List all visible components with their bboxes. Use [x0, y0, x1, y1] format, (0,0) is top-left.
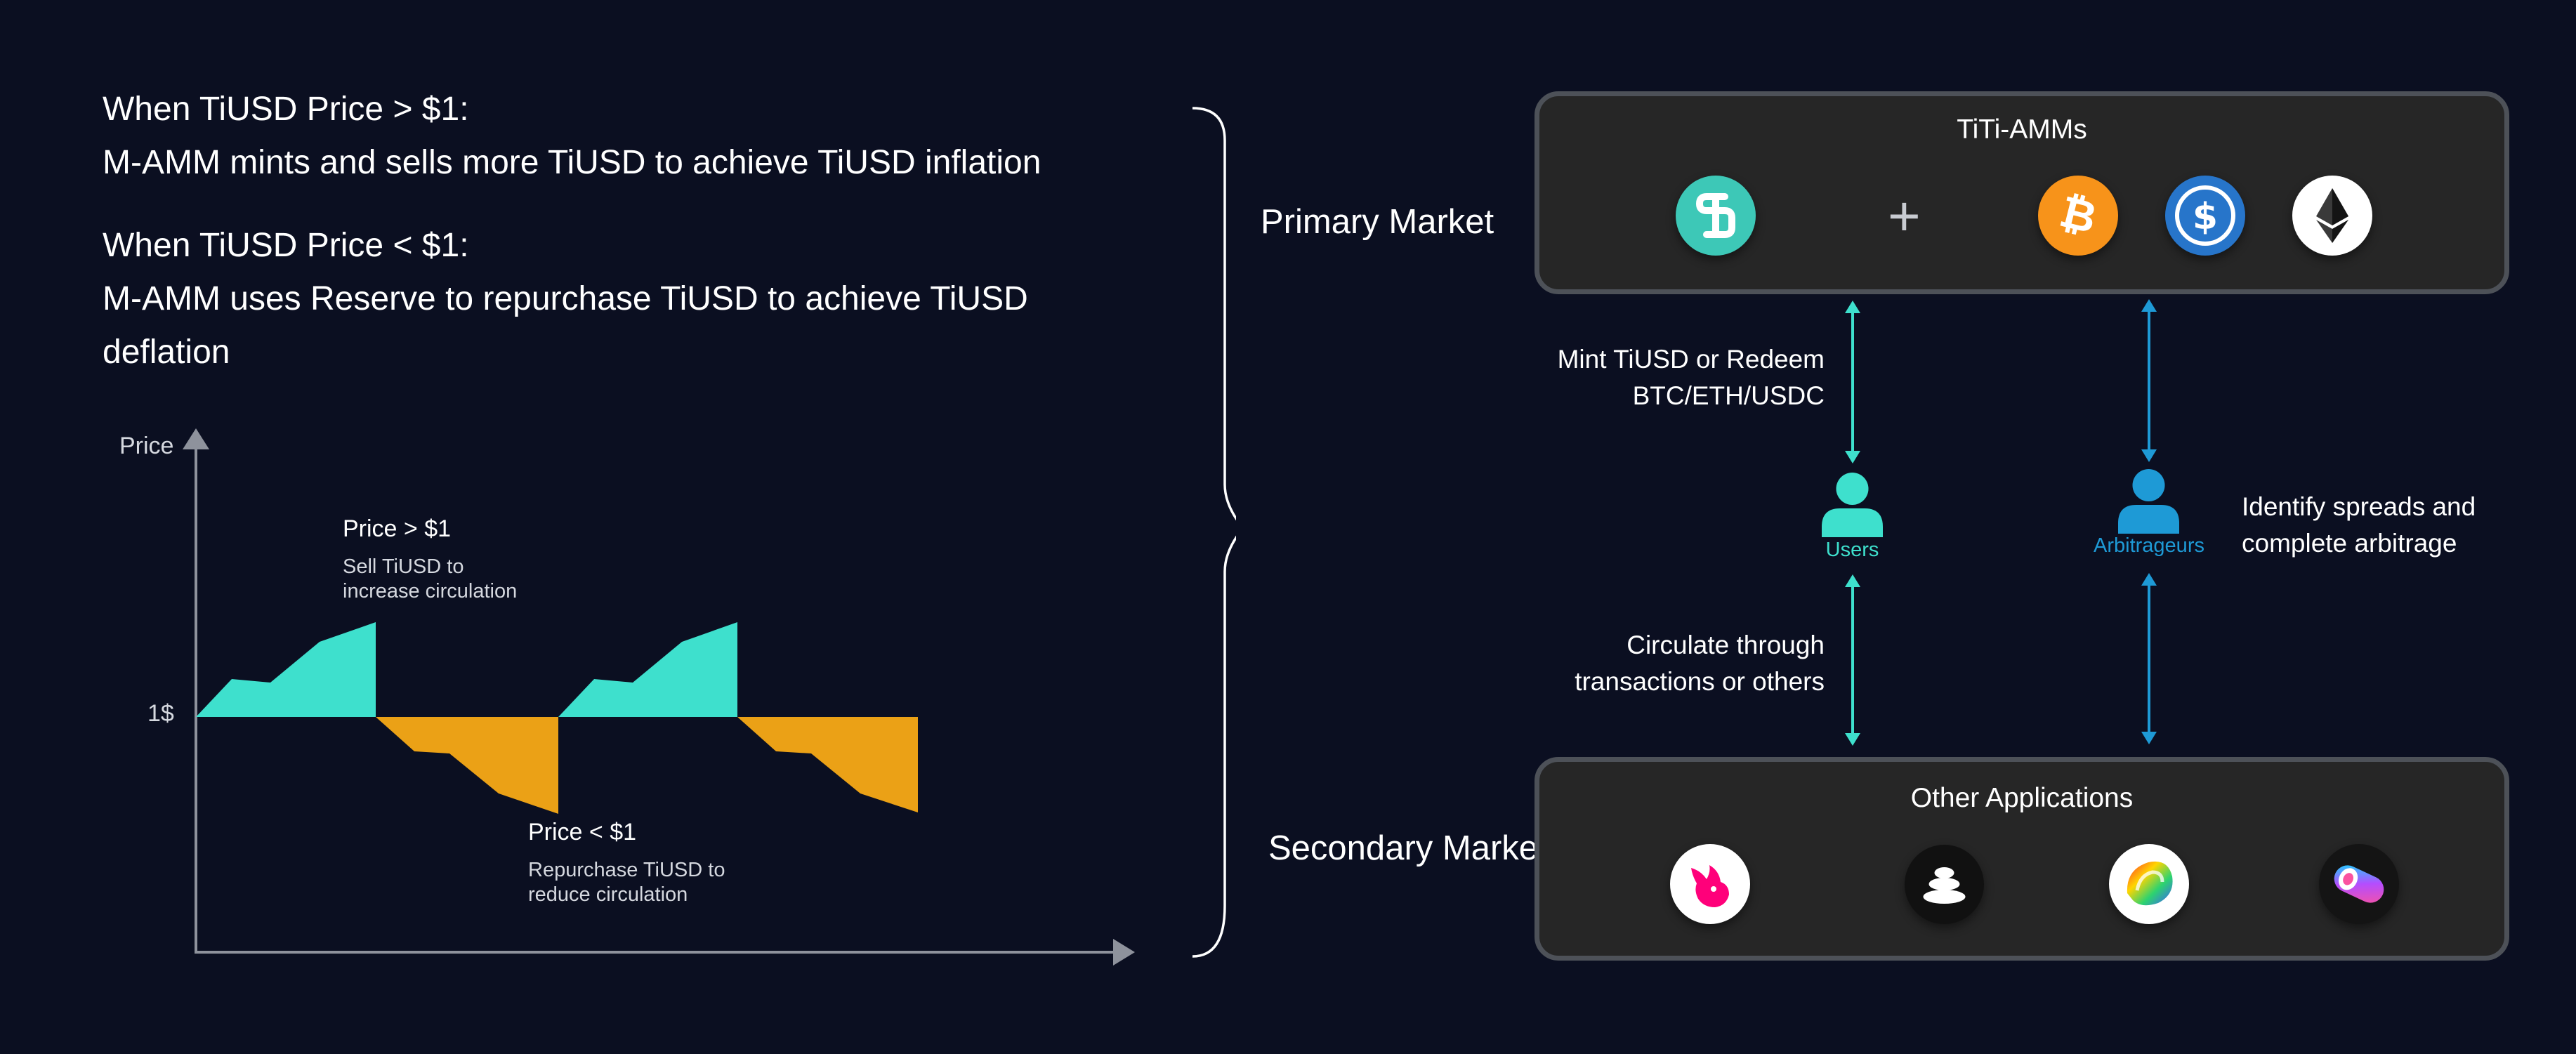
- headline-repurchase: M-AMM uses Reserve to repurchase TiUSD t…: [103, 280, 1028, 317]
- users-label: Users: [1825, 539, 1879, 561]
- flow-arrows: [1845, 299, 2157, 746]
- arb-bottom-arrow-up: [2141, 573, 2157, 586]
- users-icon: [1822, 473, 1883, 537]
- sushi-icon: [2319, 844, 2399, 924]
- primary-market-label: Primary Market: [1261, 203, 1494, 241]
- annotation-price-above-desc-1: Sell TiUSD to: [343, 555, 464, 578]
- ethereum-icon: [2292, 176, 2372, 256]
- headline-price-above: When TiUSD Price > $1:: [103, 91, 469, 128]
- svg-text:$: $: [2193, 196, 2218, 238]
- users-top-arrow-up: [1845, 301, 1860, 313]
- mint-redeem-line-2: BTC/ETH/USDC: [1632, 381, 1825, 410]
- arbitrageurs-icon: [2118, 469, 2179, 534]
- users-top-arrow-down: [1845, 451, 1860, 463]
- mint-redeem-line-1: Mint TiUSD or Redeem: [1557, 345, 1825, 374]
- headline-price-below: When TiUSD Price < $1:: [103, 227, 469, 264]
- circulate-text: Circulate through transactions or others: [1510, 627, 1825, 700]
- x-axis-arrow: [1113, 939, 1135, 966]
- annotation-price-above-desc-2: increase circulation: [343, 580, 518, 602]
- price-chart: [183, 428, 1135, 966]
- other-applications-title: Other Applications: [1910, 783, 2134, 813]
- curve-icon: [2109, 844, 2189, 924]
- area-above-1: [196, 622, 376, 717]
- circulate-line-2: transactions or others: [1575, 667, 1825, 696]
- arb-bottom-arrow-down: [2141, 732, 2157, 744]
- annotation-price-below-desc-2: reduce circulation: [528, 883, 688, 906]
- annotation-price-below-title: Price < $1: [528, 819, 637, 845]
- y-axis-label: Price: [119, 433, 174, 459]
- bitcoin-icon: ₿: [2038, 176, 2118, 256]
- arb-top-arrow-up: [2141, 299, 2157, 312]
- arb-top-arrow-down: [2141, 449, 2157, 462]
- users-bottom-arrow-up: [1845, 574, 1860, 587]
- identify-spreads-text: Identify spreads and complete arbitrage: [2242, 489, 2476, 562]
- annotation-price-below-desc-1: Repurchase TiUSD to: [528, 859, 725, 881]
- headline-deflation: deflation: [103, 334, 230, 371]
- titi-icon: [1676, 176, 1756, 256]
- area-above-2: [558, 622, 737, 717]
- uniswap-icon: [1670, 844, 1750, 924]
- headline-mint-sell: M-AMM mints and sells more TiUSD to achi…: [103, 144, 1041, 181]
- titi-amms-title: TiTi-AMMs: [1957, 114, 2087, 145]
- area-below-2: [737, 717, 918, 812]
- arbitrageurs-label: Arbitrageurs: [2094, 534, 2204, 557]
- svg-text:₿: ₿: [2055, 185, 2102, 244]
- mint-redeem-text: Mint TiUSD or Redeem BTC/ETH/USDC: [1510, 341, 1825, 414]
- baseline-label: 1$: [147, 700, 174, 727]
- users-bottom-arrow-down: [1845, 733, 1860, 746]
- area-below-1: [376, 717, 558, 814]
- y-axis-arrow: [183, 428, 209, 449]
- secondary-market-label: Secondary Market: [1268, 829, 1548, 867]
- brace: [1192, 107, 1236, 958]
- plus-sign: +: [1888, 185, 1921, 247]
- identify-line-1: Identify spreads and: [2242, 492, 2476, 521]
- identify-line-2: complete arbitrage: [2242, 529, 2457, 558]
- annotation-price-above-title: Price > $1: [343, 515, 452, 542]
- circulate-line-1: Circulate through: [1627, 631, 1825, 659]
- stack-icon: [1905, 845, 1984, 924]
- usdc-icon: $: [2165, 176, 2245, 256]
